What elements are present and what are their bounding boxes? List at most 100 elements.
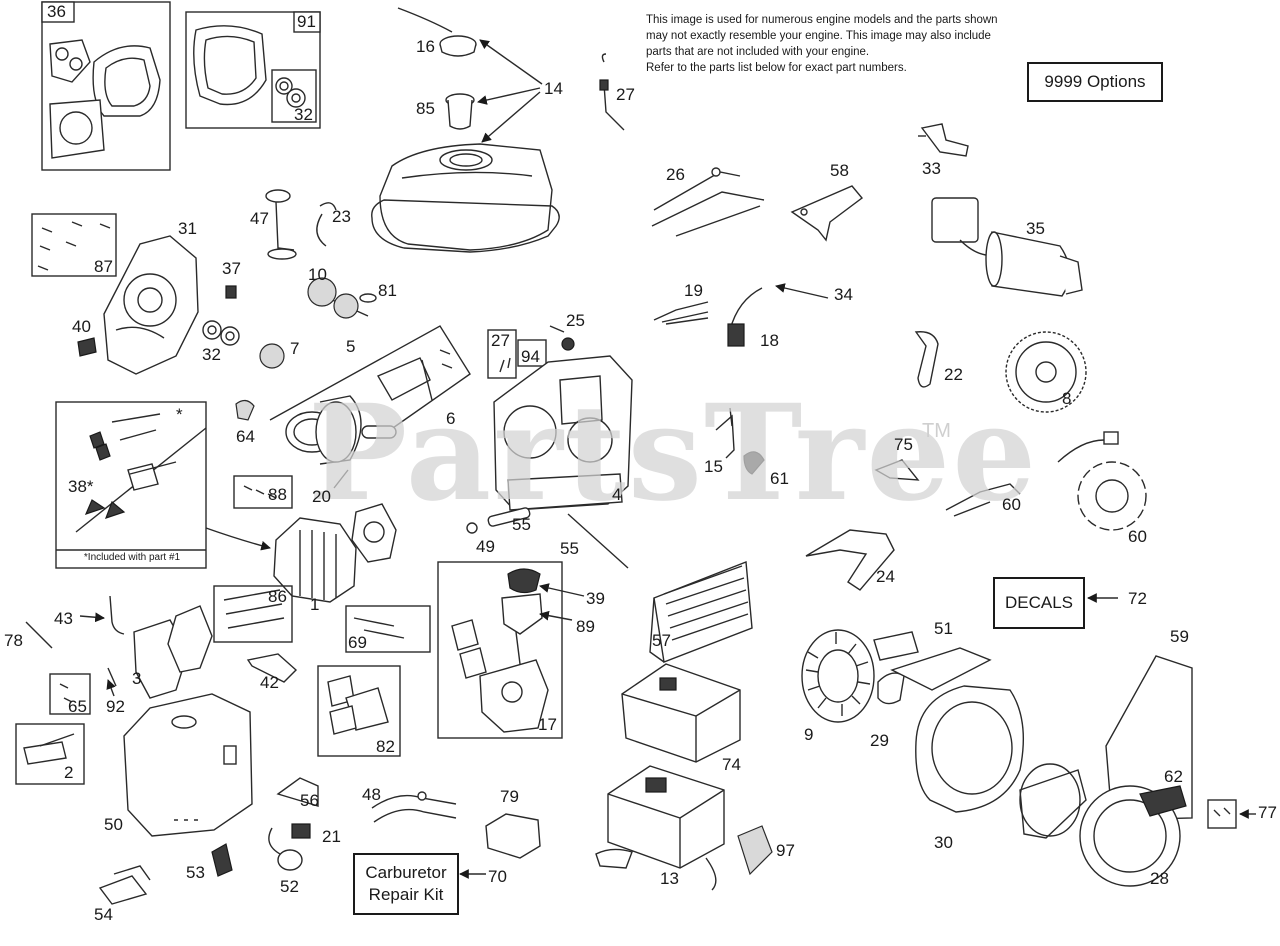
camshaft [307,277,369,319]
electric-starter [931,197,1083,297]
callout-29: 29 [870,731,889,750]
callout-22: 22 [944,365,963,384]
callout-27b: 27 [491,331,510,350]
callout-31: 31 [178,219,197,238]
callout-2: 2 [64,763,74,782]
callout-72: 72 [1128,589,1147,608]
callout-54: 54 [94,905,113,924]
hose-43 [109,595,125,635]
callout-60: 60 [1002,495,1021,514]
callout-15: 15 [704,457,723,476]
notice-line: This image is used for numerous engine m… [646,14,998,26]
bolt-25 [549,325,565,333]
watermark-tm: TM [922,420,951,442]
callout-92: 92 [106,697,125,716]
cooling-fan [801,629,875,723]
options-label: 9999 Options [1044,72,1146,91]
callout-28: 28 [1150,869,1169,888]
dipstick-27 [599,53,625,131]
decals-box[interactable]: DECALS [993,577,1085,629]
callout-91: 91 [297,12,316,31]
callout-42: 42 [260,673,279,692]
notice-text: This image is used for numerous engine m… [646,12,1026,76]
callout-79: 79 [500,787,519,806]
muffler [595,765,725,891]
notice-line: Refer to the parts list below for exact … [646,62,907,74]
oil-seals-32 [202,320,240,346]
watermark: PartsTree [308,376,1039,531]
callout-40: 40 [72,317,91,336]
gasket-set-91 [185,11,321,129]
callout-34: 34 [834,285,853,304]
decals-label: DECALS [1004,593,1074,612]
muffler-cover [621,663,741,763]
pin-81 [359,293,377,303]
callout-38: 38* [68,477,94,496]
callout-9: 9 [804,725,814,744]
callout-75: 75 [894,435,913,454]
governor-shaft [225,285,237,299]
callout-53: 53 [186,863,205,882]
callout-5: 5 [346,337,356,356]
valve-kit-38 [55,401,207,569]
guard-24 [805,529,895,591]
callout-56: 56 [300,791,319,810]
callout-36: 36 [47,2,66,21]
callout-14: 14 [544,79,563,98]
callout-25: 25 [566,311,585,330]
callout-50: 50 [104,815,123,834]
carb-kit-line2: Repair Kit [368,885,444,904]
callout-81: 81 [378,281,397,300]
link-78 [25,621,53,649]
fuel-strainer [445,93,475,130]
callout-62: 62 [1164,767,1183,786]
engine-block [493,355,633,511]
air-cleaner-cover [123,693,253,837]
callout-59: 59 [1170,627,1189,646]
callout-85: 85 [416,99,435,118]
callout-4: 4 [612,485,622,504]
cover-22 [914,331,939,388]
notice-line: may not exactly resemble your engine. Th… [646,30,991,42]
callout-82: 82 [376,737,395,756]
callout-86: 86 [268,587,287,606]
callout-27: 27 [616,85,635,104]
crank-gear [259,343,285,369]
recoil-starter [1079,785,1187,887]
callout-1: 1 [310,595,320,614]
fuel-cap [397,7,477,57]
callout-74: 74 [722,755,741,774]
rocker-64 [235,399,255,421]
callout-32b: 32 [202,345,221,364]
callout-78: 78 [4,631,23,650]
carburetor-repair-kit-box[interactable]: Carburetor Repair Kit [353,853,459,915]
callout-17: 17 [538,715,557,734]
callout-61: 61 [770,469,789,488]
callout-52: 52 [280,877,299,896]
callout-48: 48 [362,785,381,804]
oil-fill-tube [265,189,297,260]
callout-70: 70 [488,867,507,886]
callout-55: 55 [512,515,531,534]
callout-57: 57 [652,631,671,650]
callout-16: 16 [416,37,435,56]
callout-20: 20 [312,487,331,506]
callout-8: 8 [1062,389,1072,408]
callout-37: 37 [222,259,241,278]
callout-6: 6 [446,409,456,428]
asterisk-mark: * [176,405,183,424]
callout-97: 97 [776,841,795,860]
cylinder-head [273,517,357,603]
callout-88: 88 [268,485,287,504]
options-box[interactable]: 9999 Options [1027,62,1163,102]
carburetor-group [437,561,563,739]
callout-24: 24 [876,567,895,586]
callout-19: 19 [684,281,703,300]
callout-65: 65 [68,697,87,716]
callout-26: 26 [666,165,685,184]
callout-89: 89 [576,617,595,636]
callout-30: 30 [934,833,953,852]
callout-69: 69 [348,633,367,652]
callout-77: 77 [1258,803,1277,822]
